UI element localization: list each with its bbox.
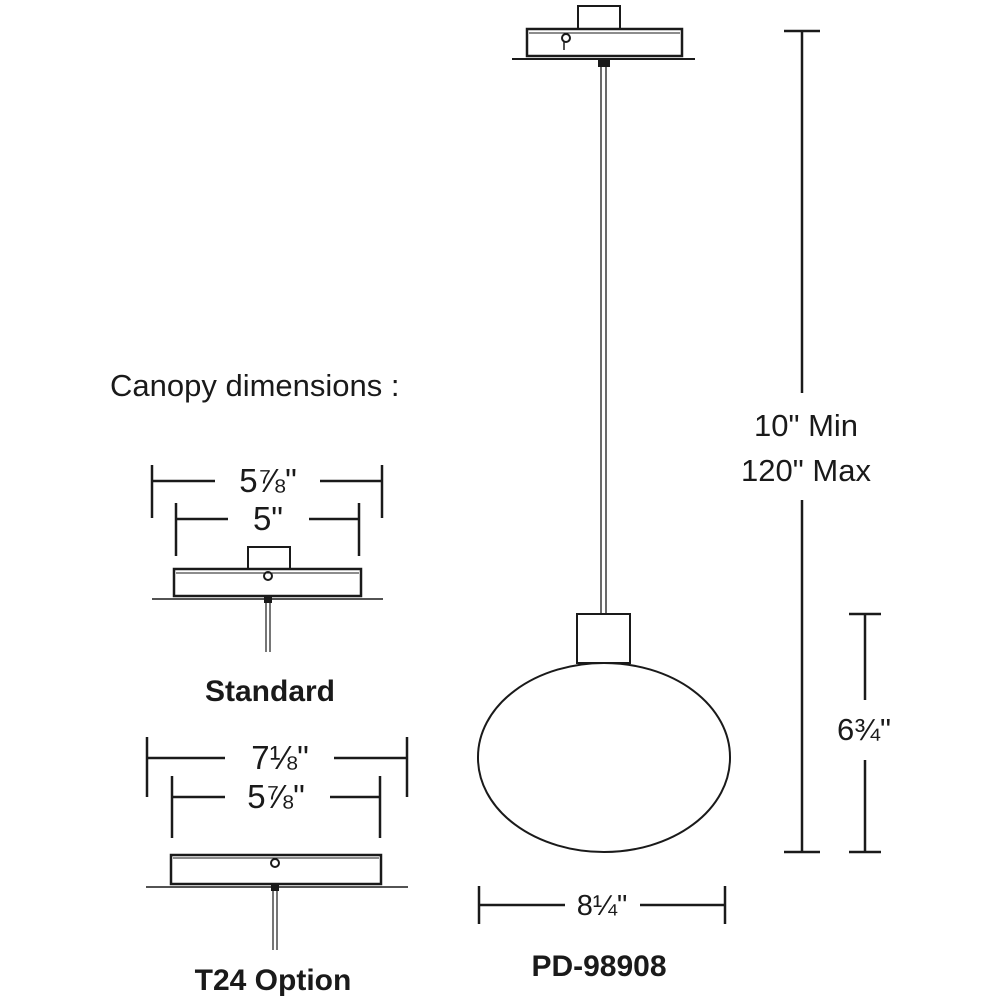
shade-width-dimension: 8¼" (477, 886, 727, 924)
t24-option-label: T24 Option (195, 964, 352, 997)
standard-canopy-drawing (152, 546, 383, 652)
standard-outer-dimension: 5⅞" (150, 462, 384, 518)
overall-height-dimension: 10" Min 120" Max (741, 29, 871, 854)
pendant-shade (477, 613, 731, 853)
standard-inner-dimension: 5" (174, 500, 361, 556)
t24-inner-width: 5⅞" (247, 778, 305, 815)
shade-height-label: 6¾" (837, 712, 891, 747)
suspension-cord (600, 67, 607, 614)
t24-outer-width: 7⅛" (251, 739, 309, 776)
shade-width-label: 8¼" (577, 890, 628, 922)
shade-height-dimension: 6¾" (837, 612, 891, 854)
standard-label: Standard (205, 675, 335, 708)
t24-outer-dimension: 7⅛" (145, 737, 409, 797)
height-min-label: 10" Min (754, 408, 858, 443)
height-max-label: 120" Max (741, 453, 871, 488)
model-number: PD-98908 (531, 950, 666, 983)
canopy-dimensions-heading: Canopy dimensions : (110, 368, 400, 403)
standard-inner-width: 5" (253, 500, 283, 537)
standard-outer-width: 5⅞" (239, 462, 297, 499)
ceiling-canopy (512, 5, 695, 67)
t24-canopy-drawing (146, 853, 408, 950)
t24-inner-dimension: 5⅞" (170, 776, 382, 838)
